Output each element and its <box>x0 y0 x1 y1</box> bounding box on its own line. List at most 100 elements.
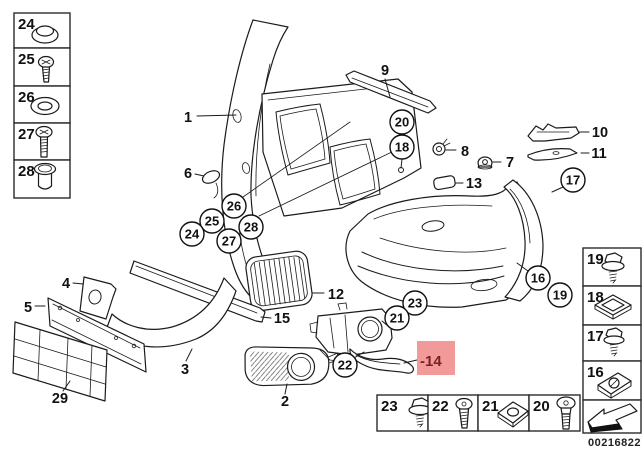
callout-circle-17[interactable]: 17 <box>560 167 586 193</box>
highlight-box[interactable] <box>417 341 455 375</box>
diagram-id-number: 00216822 <box>588 437 641 449</box>
callout-label-12[interactable]: 12 <box>328 287 344 303</box>
callout-label-5[interactable]: 5 <box>24 300 32 316</box>
part-grille-carrier-panel <box>261 78 422 217</box>
svg-text:16: 16 <box>587 364 604 381</box>
part-towing-eye-cap <box>201 170 221 199</box>
callout-label-2[interactable]: 2 <box>281 394 289 410</box>
svg-text:19: 19 <box>553 288 567 303</box>
svg-text:22: 22 <box>338 358 352 373</box>
callout-label-29[interactable]: 29 <box>52 391 68 407</box>
svg-text:21: 21 <box>482 398 499 415</box>
callout-label-7[interactable]: 7 <box>506 155 514 171</box>
shoulder-screw-icon <box>556 396 576 430</box>
legend-item-19: 19 <box>582 247 642 287</box>
clip-nut-icon <box>497 401 529 428</box>
svg-text:19: 19 <box>587 251 604 268</box>
expansion-sleeve-icon <box>33 162 57 190</box>
callout-circle-27[interactable]: 27 <box>216 228 242 254</box>
grommet-cap-icon <box>31 25 59 44</box>
part-fog-light-grille <box>244 346 340 387</box>
legend-item-20: 20 <box>528 394 581 432</box>
callout-circle-18[interactable]: 18 <box>389 134 415 160</box>
svg-text:16: 16 <box>531 271 545 286</box>
callout-circle-22[interactable]: 22 <box>332 352 358 378</box>
long-bolt-icon <box>35 125 53 158</box>
svg-text:20: 20 <box>395 115 409 130</box>
part-bumper-face <box>345 181 535 308</box>
svg-text:22: 22 <box>432 398 449 415</box>
callout-label-10[interactable]: 10 <box>592 125 608 141</box>
svg-text:28: 28 <box>244 220 258 235</box>
legend-item-16: 16 <box>582 360 642 401</box>
part-support-bracket-11 <box>527 148 578 161</box>
legend-item-26: 26 <box>13 85 71 124</box>
svg-text:25: 25 <box>18 51 35 68</box>
callout-label-15[interactable]: 15 <box>274 311 290 327</box>
washer-icon <box>30 96 60 116</box>
hex-washer-screw-icon <box>601 252 625 284</box>
part-center-mesh-grille <box>105 277 237 348</box>
part-clip-7 <box>477 156 493 170</box>
callout-circle-16[interactable]: 16 <box>525 265 551 291</box>
legend-item-28: 28 <box>13 159 71 199</box>
callout-circle-26[interactable]: 26 <box>221 193 247 219</box>
svg-text:24: 24 <box>185 227 200 242</box>
callout-label-6[interactable]: 6 <box>184 166 192 182</box>
svg-text:23: 23 <box>408 296 422 311</box>
part-support-bracket-10 <box>527 123 580 142</box>
svg-text:25: 25 <box>205 214 219 229</box>
part-license-plate-base <box>47 297 147 373</box>
callout-label-3[interactable]: 3 <box>181 362 189 378</box>
hex-washer-screw-icon <box>408 397 432 428</box>
legend-item-25: 25 <box>13 47 71 87</box>
svg-text:27: 27 <box>222 234 236 249</box>
square-clip-nut-icon <box>594 294 632 320</box>
part-washer-cover-cap <box>433 175 456 191</box>
svg-text:18: 18 <box>395 140 409 155</box>
callout-circle-23[interactable]: 23 <box>402 290 428 316</box>
callout-label-1[interactable]: 1 <box>184 110 192 126</box>
svg-text:18: 18 <box>587 289 604 306</box>
callout-label-13[interactable]: 13 <box>466 176 482 192</box>
legend-item-24: 24 <box>13 12 71 49</box>
svg-text:20: 20 <box>533 398 550 415</box>
legend-right-column: 19 18 17 <box>582 247 642 434</box>
callout-circle-21[interactable]: 21 <box>384 305 410 331</box>
callout-label-9[interactable]: 9 <box>381 63 389 79</box>
svg-text:17: 17 <box>566 173 580 188</box>
plain-callouts: 1 6 9 8 7 13 10 11 12 15 3 4 5 29 2 <box>24 63 608 410</box>
svg-text:24: 24 <box>18 16 35 33</box>
legend-item-22: 22 <box>427 394 479 432</box>
front-direction-arrow-icon <box>587 403 638 433</box>
part-support-bar <box>129 260 266 323</box>
part-kidney-grille <box>245 250 313 312</box>
highlighted-callout-14[interactable]: -14 <box>417 341 455 375</box>
callout-label-4[interactable]: 4 <box>62 276 70 292</box>
part-upper-gasket-strip <box>345 70 437 114</box>
callout-circle-20[interactable]: 20 <box>389 109 415 135</box>
legend-left-column: 24 25 26 27 <box>13 12 71 199</box>
callout-label-8[interactable]: 8 <box>461 144 469 160</box>
callout-circle-24[interactable]: 24 <box>179 221 205 247</box>
legend-item-18: 18 <box>582 285 642 326</box>
callout-label-14[interactable]: -14 <box>420 353 442 370</box>
callout-label-11[interactable]: 11 <box>591 146 606 162</box>
circled-callouts: 20 18 26 25 24 28 27 17 16 19 23 21 22 <box>179 109 586 378</box>
svg-text:21: 21 <box>390 311 404 326</box>
svg-text:27: 27 <box>18 126 35 143</box>
part-expanding-rivet-8 <box>432 138 451 156</box>
legend-arrow-box <box>582 399 642 434</box>
part-headlamp-washer-bracket <box>309 302 393 363</box>
svg-text:17: 17 <box>587 328 604 345</box>
callout-circle-19[interactable]: 19 <box>547 282 573 308</box>
svg-text:28: 28 <box>18 163 35 180</box>
legend-bottom-row: 23 22 21 <box>376 394 581 432</box>
part-support-arm-14 <box>349 348 414 374</box>
svg-text:23: 23 <box>381 398 398 415</box>
callout-circle-25[interactable]: 25 <box>199 208 225 234</box>
legend-item-23: 23 <box>376 394 432 432</box>
callout-circle-28[interactable]: 28 <box>238 214 264 240</box>
